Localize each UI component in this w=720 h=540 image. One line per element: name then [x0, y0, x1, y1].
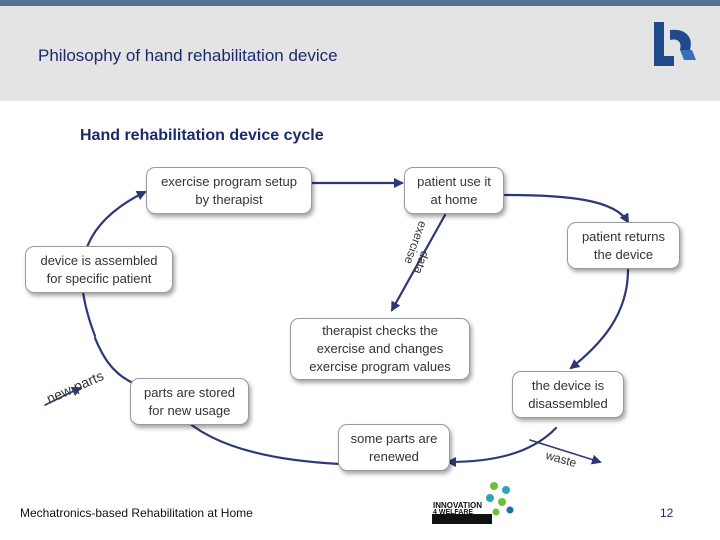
node-therapist-checks: therapist checks the exercise and change… [290, 318, 470, 380]
node-device-disassembled: the device is disassembled [512, 371, 624, 418]
arrow-new-parts [44, 386, 82, 406]
arrow-waste [529, 439, 602, 465]
partner-logo-line1: INNOVATION [433, 501, 483, 510]
university-logo-icon [654, 22, 696, 66]
partner-logo-line2: 4 WELFARE [433, 509, 474, 516]
node-parts-stored: parts are stored for new usage [130, 378, 249, 425]
page-number: 12 [660, 506, 674, 520]
arrow-renewed-to-stored [178, 413, 342, 466]
node-device-assembled: device is assembled for specific patient [25, 246, 173, 293]
slide-header [0, 6, 720, 101]
diagram-subtitle: Hand rehabilitation device cycle [80, 127, 324, 144]
node-program-setup: exercise program setup by therapist [146, 167, 312, 214]
arrow-returns-to-disassembled [569, 268, 630, 370]
node-patient-returns: patient returns the device [567, 222, 680, 269]
node-patient-use-home: patient use it at home [404, 167, 504, 214]
top-accent-bar [0, 0, 720, 6]
arrow-exercise-data [390, 213, 447, 312]
arrow-home-to-returns [503, 193, 630, 224]
footer-text: Mechatronics-based Rehabilitation at Hom… [20, 506, 253, 520]
arrow-disassembled-to-renewed [446, 426, 558, 467]
slide-title: Philosophy of hand rehabilitation device [38, 46, 338, 65]
innovation-4-welfare-logo: INNOVATION 4 WELFARE [432, 478, 522, 526]
node-parts-renewed: some parts are renewed [338, 424, 450, 471]
